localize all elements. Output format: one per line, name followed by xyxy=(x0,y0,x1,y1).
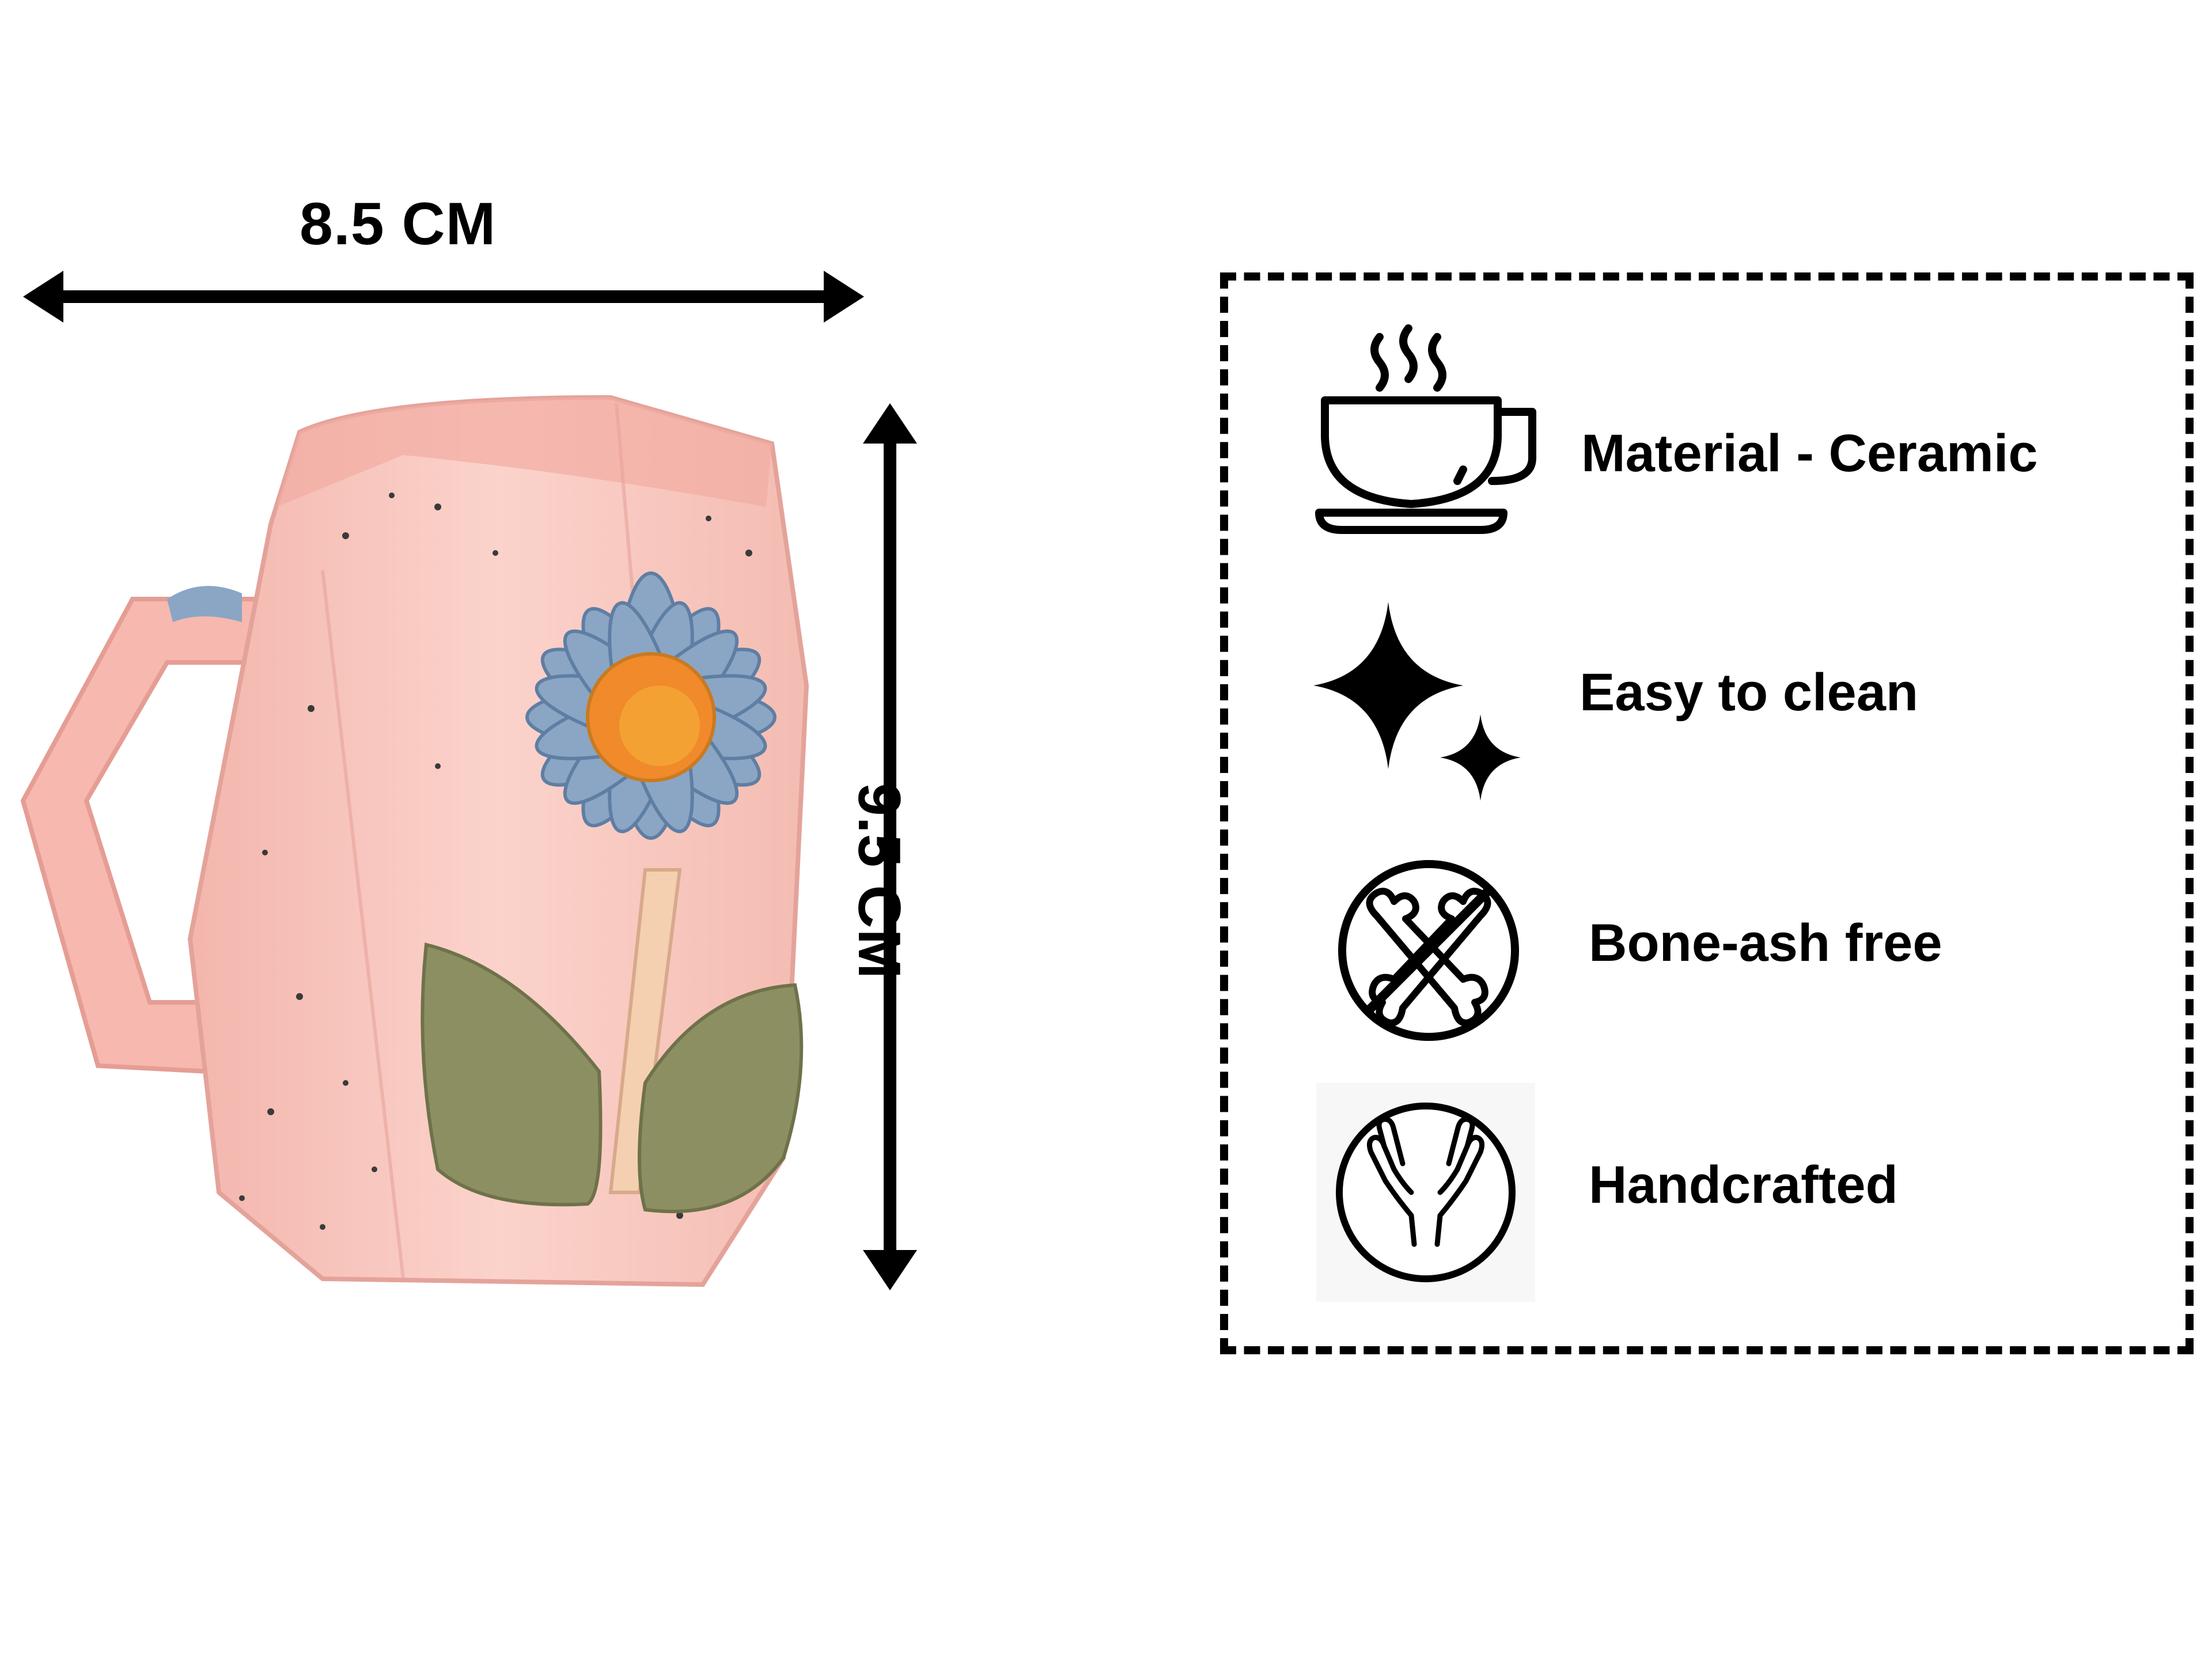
mug-image xyxy=(20,395,809,1287)
feature-label-easy-clean: Easy to clean xyxy=(1580,663,1919,722)
height-dimension-label: 9.5 CM xyxy=(846,782,913,980)
no-bone-icon xyxy=(1338,860,1519,1041)
coffee-cup-icon xyxy=(1315,324,1536,534)
height-dimension-arrow xyxy=(863,403,917,1290)
width-dimension-label: 8.5 CM xyxy=(300,191,497,257)
features-box xyxy=(1220,272,2194,1354)
mug-body xyxy=(187,395,809,1287)
hands-icon xyxy=(1316,1083,1535,1302)
width-dimension-arrow xyxy=(23,271,864,323)
feature-label-material: Material - Ceramic xyxy=(1581,424,2038,483)
feature-label-bone-ash: Bone-ash free xyxy=(1589,914,1942,972)
sparkle-icon xyxy=(1313,602,1521,801)
feature-label-handcrafted: Handcrafted xyxy=(1589,1156,1898,1214)
